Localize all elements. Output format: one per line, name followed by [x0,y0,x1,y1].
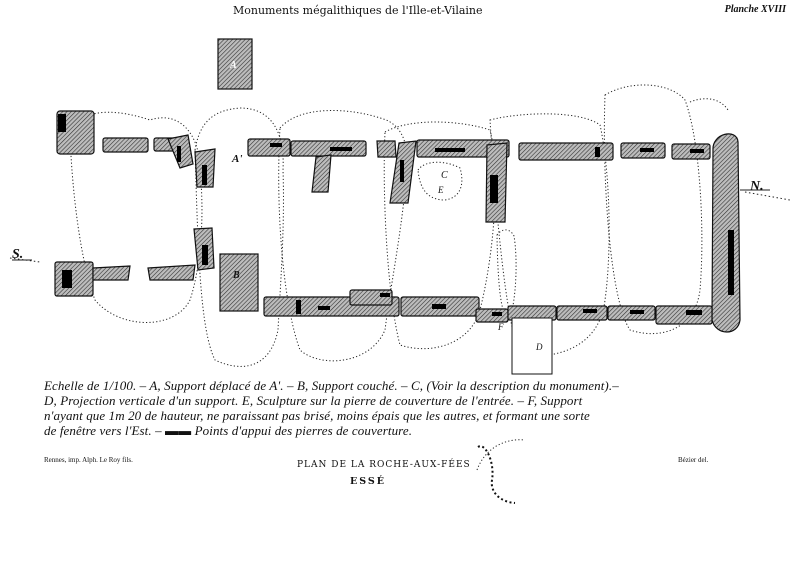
caption-line-3: n'ayant que 1m 20 de hauteur, ne paraiss… [44,408,590,423]
plate-number: Planche XVIII [724,4,786,15]
orientation-guides [9,189,791,263]
displaced-stones [217,38,553,375]
label-e: E [437,185,444,195]
label-a: A [229,60,237,71]
caption-line-2: D, Projection verticale d'un support. E,… [44,393,583,408]
stones-bottom-row [54,227,713,325]
label-f: F [497,322,504,332]
label-north: N. [749,179,764,194]
caption-line-4: de fenêtre vers l'Est. – ▬▬ Points d'app… [44,423,413,438]
caption-line-1: Echelle de 1/100. – A, Support déplacé d… [44,378,619,393]
page-header-title: Monuments mégalithiques de l'Ille-et-Vil… [233,4,483,17]
printer-credit: Rennes, imp. Alph. Le Roy fils. [44,456,133,464]
plan-title: PLAN DE LA ROCHE-AUX-FÉES [297,460,471,470]
label-d: D [535,342,543,352]
plan-location: ESSÉ [350,476,386,487]
plan-caption: Echelle de 1/100. – A, Support déplacé d… [44,378,754,438]
label-c: C [441,170,448,181]
label-b: B [232,270,240,281]
label-a-prime: A' [231,153,242,165]
label-south: S. [12,247,23,262]
artist-credit: Bézier del. [678,456,709,464]
bearing-points [58,114,734,316]
decorative-dotted-curve [477,445,516,504]
